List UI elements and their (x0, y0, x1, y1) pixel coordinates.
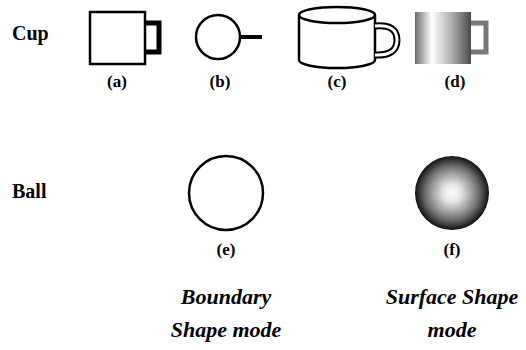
shaded-ball (415, 156, 489, 230)
cup-handle (471, 23, 486, 52)
panel-label: (e) (217, 240, 236, 260)
panel-label: (f) (444, 240, 461, 260)
cup-handle (145, 23, 159, 52)
panel-label: (a) (107, 72, 127, 92)
cup-side (298, 15, 301, 60)
cup-rim (299, 7, 375, 23)
mode-caption: Boundary Shape mode (159, 280, 294, 346)
cup-top-view (196, 15, 240, 59)
panel-label: (b) (210, 72, 231, 92)
row-label: Cup (12, 22, 49, 45)
row-label: Ball (12, 180, 46, 203)
cup-handle-inner (375, 26, 397, 55)
cup-base (299, 60, 375, 68)
panel-label: (d) (445, 72, 466, 92)
cup-outline (90, 12, 145, 64)
ball-outline (189, 156, 263, 230)
mode-caption: Surface Shape mode (385, 280, 520, 346)
panel-label: (c) (328, 72, 347, 92)
cup-handle (375, 26, 397, 55)
shaded-cup (415, 12, 471, 64)
cup-handle (240, 35, 262, 39)
